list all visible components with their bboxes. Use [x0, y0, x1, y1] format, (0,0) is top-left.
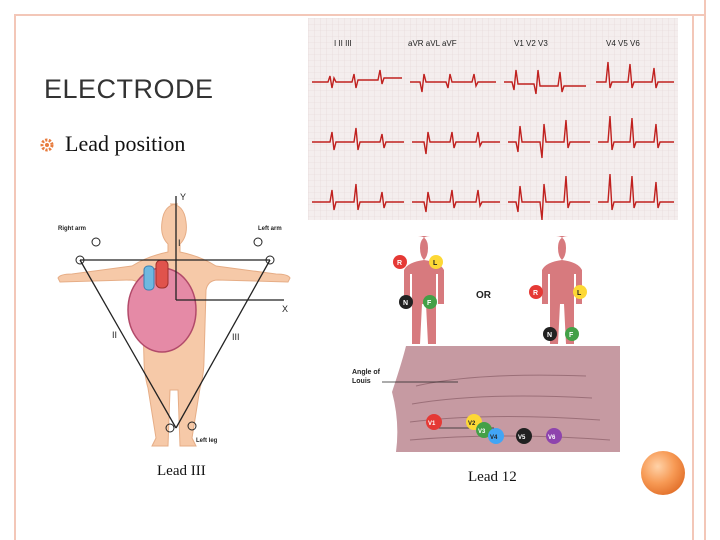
lead-i-label: I	[178, 238, 181, 248]
ecg-header-augmented: aVR aVL aVF	[408, 39, 457, 48]
v1-label: V1	[428, 421, 436, 427]
ecg-header-v1v3: V1 V2 V3	[514, 39, 548, 48]
v6-label: V6	[548, 435, 556, 441]
ecg-traces	[312, 61, 674, 220]
angle-of-louis-line1: Angle of	[352, 369, 381, 376]
electrode-r-label: R	[397, 260, 402, 267]
limb-electrodes-image: R L N F OR R L N F	[393, 236, 587, 344]
electrode-f-label: F	[427, 300, 432, 307]
frame-line-right-outer	[704, 0, 706, 540]
caption-lead-iii: Lead III	[157, 463, 206, 479]
caption-lead-12: Lead 12	[468, 469, 517, 485]
gear-bullet-icon	[40, 138, 54, 152]
orange-orb-decoration	[641, 451, 685, 495]
einthoven-triangle-image: Y X Right arm Left arm Left leg I II III	[57, 192, 291, 447]
electrode-l-label: L	[433, 260, 438, 267]
v2-label: V2	[468, 421, 476, 427]
frame-line-top	[14, 14, 704, 16]
or-label: OR	[476, 290, 492, 301]
frame-line-left	[14, 14, 16, 540]
left-arm-label: Left arm	[258, 226, 282, 232]
v5-label: V5	[518, 435, 526, 441]
electrode-n2-label: N	[547, 332, 552, 339]
lead-ii-label: II	[112, 330, 117, 340]
axis-x-label: X	[282, 304, 288, 314]
ecg-header-limb: I II III	[334, 39, 352, 48]
left-leg-label: Left leg	[196, 438, 218, 444]
electrode-n-label: N	[403, 300, 408, 307]
angle-of-louis-line2: Louis	[352, 378, 371, 385]
v4-label: V4	[490, 435, 498, 441]
ecg-strip-image: I II III aVR aVL aVF V1 V2 V3 V4 V5 V6	[308, 18, 678, 220]
bullet-lead-position: Lead position	[65, 131, 186, 156]
electrode-f2-label: F	[569, 332, 574, 339]
slide-title: ELECTRODE	[44, 74, 214, 104]
axis-y-label: Y	[180, 192, 186, 202]
v3-label: V3	[478, 429, 486, 435]
electrode-l2-label: L	[577, 290, 582, 297]
frame-line-right	[692, 14, 694, 540]
electrode-r2-label: R	[533, 290, 538, 297]
chest-electrodes-image: Angle of Louis V1 V2 V3 V4 V5 V6	[352, 346, 620, 452]
lead-triangle	[79, 196, 284, 429]
right-arm-label: Right arm	[58, 226, 86, 232]
lead-iii-label: III	[232, 332, 240, 342]
ecg-header-v4v6: V4 V5 V6	[606, 39, 640, 48]
